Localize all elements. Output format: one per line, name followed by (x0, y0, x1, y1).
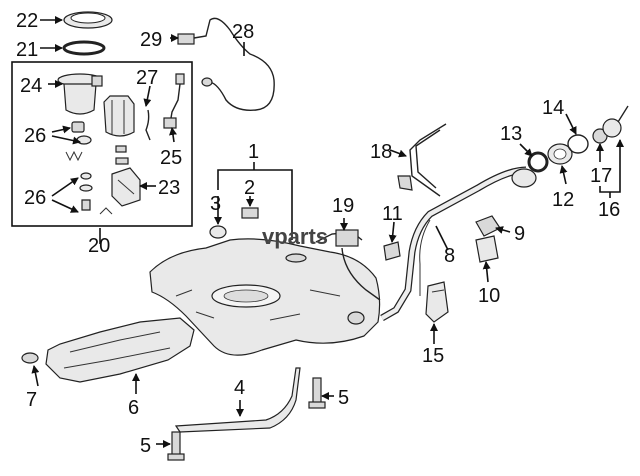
leader-lines (31, 16, 624, 448)
part-bumper-cushion (209, 225, 227, 239)
callout-12: 12 (552, 189, 574, 211)
callout-11: 11 (382, 203, 403, 225)
part-heat-shield (45, 317, 195, 383)
callout-5-lower: 5 (140, 435, 151, 457)
part-fuel-cap (592, 105, 629, 144)
callout-2: 2 (244, 177, 255, 199)
callout-10: 10 (478, 285, 500, 307)
callout-22: 22 (16, 10, 38, 32)
part-level-sender (145, 73, 185, 141)
part-pump-cover (57, 73, 103, 115)
callout-7: 7 (26, 389, 37, 411)
callout-26-lower: 26 (24, 187, 46, 209)
callout-23: 23 (158, 177, 180, 199)
callout-numbers: 22 21 24 26 26 27 25 23 20 29 28 1 2 3 7… (16, 10, 620, 457)
part-lock-ring (63, 11, 113, 29)
part-nut (21, 352, 39, 364)
part-canister (425, 281, 449, 323)
callout-16: 16 (598, 199, 620, 221)
callout-4: 4 (234, 377, 245, 399)
part-filler-gasket (527, 151, 549, 173)
callout-1: 1 (248, 141, 259, 163)
callout-29: 29 (140, 29, 162, 51)
part-pump-body (103, 95, 135, 137)
part-bolt-upper (308, 377, 326, 409)
fuel-pump-assembly-box (11, 61, 193, 227)
callout-26-upper: 26 (24, 125, 46, 147)
part-bracket-lower (475, 235, 499, 263)
part-vent-hose (315, 229, 381, 301)
part-tank-strap (174, 367, 301, 433)
part-fuel-tank (149, 238, 381, 356)
part-gasket (62, 40, 106, 56)
callout-20: 20 (88, 235, 110, 257)
part-filler-housing (547, 143, 573, 165)
callout-15: 15 (422, 345, 444, 367)
callout-9: 9 (514, 223, 525, 245)
callout-17: 17 (590, 165, 612, 187)
callout-27: 27 (136, 67, 158, 89)
part-o-ring (567, 134, 589, 154)
callout-21: 21 (16, 39, 38, 61)
callout-8: 8 (444, 245, 455, 267)
callout-3: 3 (210, 193, 221, 215)
callout-28: 28 (232, 21, 254, 43)
callout-24: 24 (20, 75, 42, 97)
part-bracket-upper (475, 215, 501, 237)
part-pump-bracket (111, 167, 141, 207)
part-bolt-lower (167, 431, 185, 461)
part-filler-pipe (380, 166, 537, 322)
callout-5-upper: 5 (338, 387, 349, 409)
callout-13: 13 (500, 123, 522, 145)
callout-18: 18 (370, 141, 392, 163)
part-wire-harness (177, 17, 275, 111)
watermark: vparts (262, 224, 328, 249)
callout-25: 25 (160, 147, 182, 169)
part-breather-tube (397, 123, 447, 197)
part-seal-block (241, 207, 259, 219)
callout-6: 6 (128, 397, 139, 419)
callout-19: 19 (332, 195, 354, 217)
callout-14: 14 (542, 97, 564, 119)
part-clip (383, 241, 401, 261)
